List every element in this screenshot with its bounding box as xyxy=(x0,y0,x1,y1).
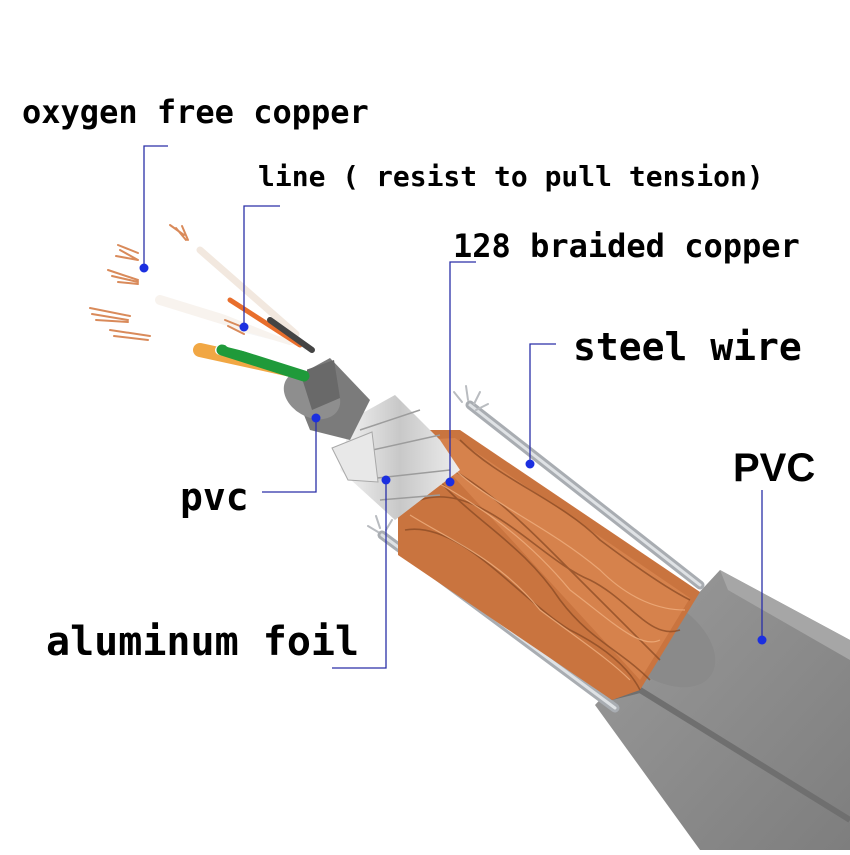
label-pvc-outer-jacket: PVC xyxy=(733,446,816,490)
leader-dot-braided-copper xyxy=(445,477,455,487)
leader-dot-oxygen-free-copper xyxy=(139,263,149,273)
leader-line-braided-copper xyxy=(449,261,476,482)
label-braided-copper: 128 braided copper xyxy=(453,227,800,265)
conductor-bundle xyxy=(145,235,315,382)
braided-copper-shield xyxy=(398,430,700,700)
leader-lines xyxy=(143,145,763,669)
label-oxygen-free-copper: oxygen free copper xyxy=(22,93,369,131)
leader-line-pvc-inner xyxy=(262,418,317,493)
inner-pvc-jacket xyxy=(283,358,370,440)
leader-dot-pvc-inner xyxy=(311,413,321,423)
leader-dot-line-resist xyxy=(239,322,249,332)
leader-dots xyxy=(139,263,767,645)
leader-dot-steel-wire xyxy=(525,459,535,469)
leader-line-line-resist xyxy=(243,205,280,327)
label-aluminum-foil: aluminum foil xyxy=(46,619,360,665)
leader-line-oxygen-free-copper xyxy=(143,145,168,268)
leader-dot-pvc-outer xyxy=(757,635,767,645)
label-line-resist-tension: line ( resist to pull tension) xyxy=(258,160,764,193)
leader-dot-aluminum-foil xyxy=(381,475,391,485)
leader-line-aluminum-foil xyxy=(332,480,387,669)
label-pvc-inner-jacket: pvc xyxy=(180,475,249,519)
leader-line-steel-wire xyxy=(529,343,556,464)
label-steel-wire: steel wire xyxy=(573,325,802,369)
aluminum-foil-layer xyxy=(331,395,460,520)
